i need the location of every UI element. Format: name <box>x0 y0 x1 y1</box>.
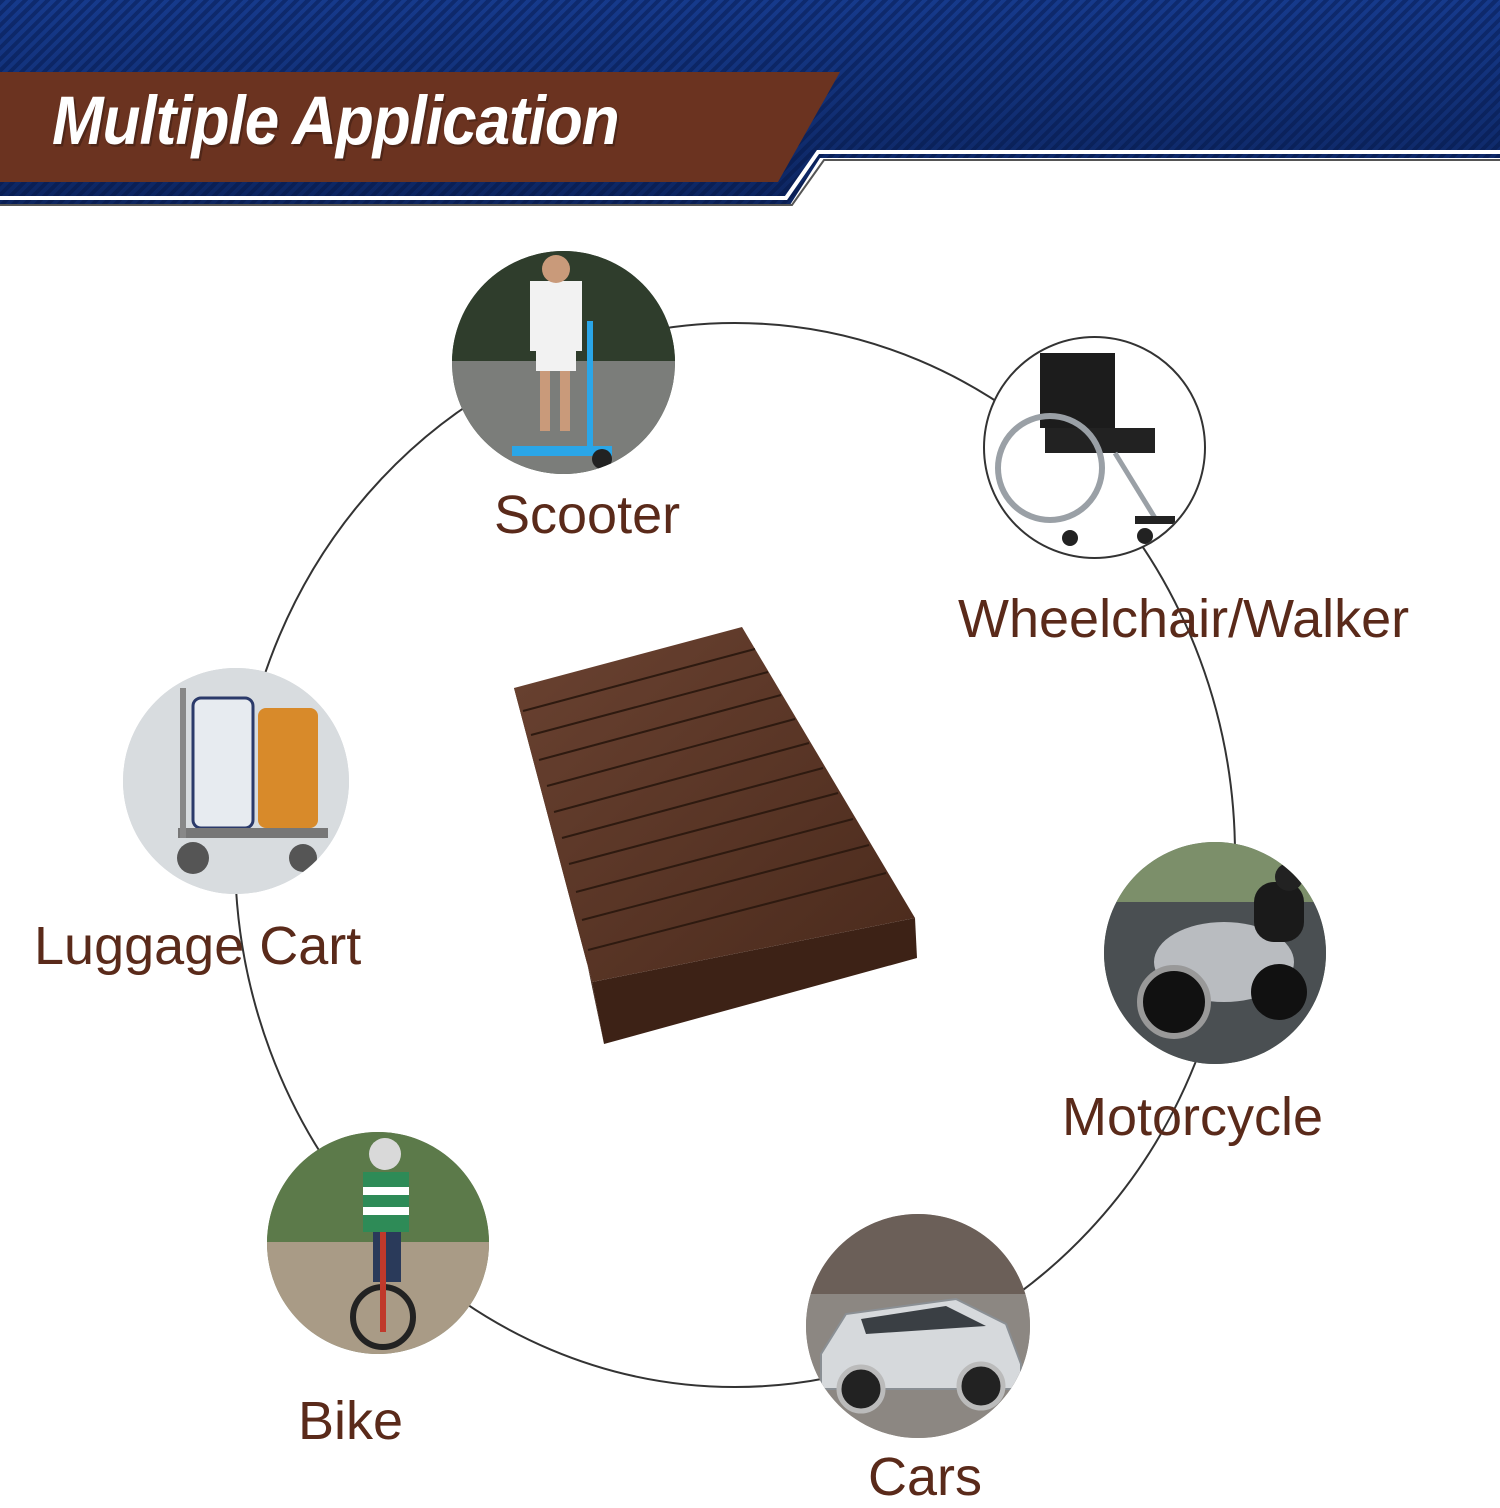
application-label-scooter: Scooter <box>494 485 681 545</box>
luggage-cart-photo <box>123 668 349 894</box>
wheelchair-photo <box>983 336 1206 559</box>
luggage-cart-icon <box>123 668 349 894</box>
motorcycle-photo <box>1104 842 1326 1064</box>
application-label-motorcycle: Motorcycle <box>1062 1087 1324 1147</box>
bike-photo <box>267 1132 489 1354</box>
page-title: Multiple Application <box>52 83 620 160</box>
car-icon <box>806 1214 1030 1438</box>
bike-icon <box>267 1132 489 1354</box>
scooter-photo <box>452 251 675 474</box>
motorcycle-icon <box>1104 842 1326 1064</box>
application-label-wheelchair: Wheelchair/Walker <box>958 589 1410 649</box>
cars-photo <box>806 1214 1030 1438</box>
application-label-luggage-cart: Luggage Cart <box>34 916 362 976</box>
application-label-bike: Bike <box>298 1391 404 1451</box>
application-label-cars: Cars <box>868 1447 983 1507</box>
scooter-icon <box>452 251 675 474</box>
wheelchair-icon <box>995 353 1175 546</box>
title-banner <box>0 72 1500 230</box>
